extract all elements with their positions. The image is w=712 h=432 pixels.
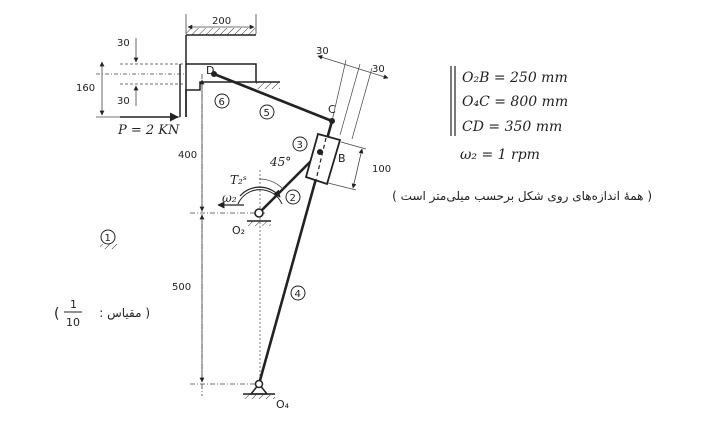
sliding-block (304, 132, 342, 186)
torque-label: T₂ˢ (230, 173, 247, 187)
torque-omega: T₂ˢ ω₂ (217, 173, 283, 209)
spec-o2b: O₂B = 250 mm (462, 70, 568, 86)
block-axis (315, 137, 327, 181)
omega-label: ω₂ (222, 191, 237, 205)
scale-note: ( مقیاس : 1 10 ( (54, 298, 150, 329)
torque-arc-inner (237, 189, 283, 205)
load-arrow: P = 2 KN (117, 112, 180, 138)
torque-arc (239, 186, 281, 198)
spec-block: O₂B = 250 mm O₄C = 800 mm CD = 350 mm ω₂… (450, 66, 568, 163)
dim-30-c1: 30 (316, 46, 329, 57)
dim-200-label: 200 (212, 16, 231, 27)
label-d: D (206, 64, 214, 77)
dim-200: 200 (185, 14, 257, 34)
slider-guide (186, 28, 280, 89)
dim-160: 160 (76, 83, 95, 94)
spec-o4c: O₄C = 800 mm (462, 94, 568, 110)
scale-num: 1 (70, 298, 77, 311)
label-o2: O₂ (232, 224, 245, 237)
pin-d (211, 71, 217, 77)
link-num-4: 4 (295, 289, 301, 300)
centerlines: 400 500 (172, 74, 265, 396)
coupler-link-cd (213, 72, 333, 123)
dim-100-label: 100 (372, 164, 391, 175)
link-numbers: 1 2 3 4 5 6 (100, 93, 308, 301)
pivot-o2 (247, 208, 271, 226)
dim-100: 100 (327, 141, 391, 191)
dim-30-top: 30 (117, 38, 130, 49)
spec-omega: ω₂ = 1 rpm (460, 147, 540, 163)
dim-30-bottom: 30 (117, 96, 130, 107)
load-label: P = 2 KN (117, 123, 180, 138)
label-b: B (338, 152, 346, 165)
link-num-6: 6 (219, 97, 225, 108)
pivot-o4 (243, 379, 275, 399)
link-num-3: 3 (297, 140, 303, 151)
lower-guide-hatch (256, 82, 280, 89)
slider-body (179, 35, 257, 117)
dim-c-offsets: 30 30 (316, 46, 389, 140)
pin-c (329, 118, 335, 124)
spec-cd: CD = 350 mm (462, 119, 562, 135)
pin-b (317, 149, 323, 155)
upper-guide-hatch (186, 28, 256, 35)
link-num-1: 1 (105, 233, 111, 244)
frame-ground (100, 244, 118, 249)
scale-label: ( مقیاس : (99, 306, 150, 321)
angle-label: 45° (269, 155, 291, 169)
link-num-5: 5 (264, 108, 270, 119)
slider-outline (185, 35, 257, 117)
scale-paren: ( (54, 306, 59, 322)
scale-den: 10 (66, 316, 80, 329)
dim-500: 500 (172, 282, 191, 293)
note-dims-mm: ( همهٔ اندازه‌های روی شکل برحسب میلی‌متر… (392, 189, 652, 204)
dim-left-stack: 30 30 160 (76, 38, 184, 118)
dim-30-c2: 30 (372, 64, 385, 75)
label-c: C (328, 103, 336, 116)
dim-400: 400 (178, 150, 197, 161)
label-o4: O₄ (276, 398, 290, 411)
angle-45: 45° (258, 155, 291, 190)
link-num-2: 2 (290, 193, 296, 204)
block-outline (304, 132, 342, 186)
